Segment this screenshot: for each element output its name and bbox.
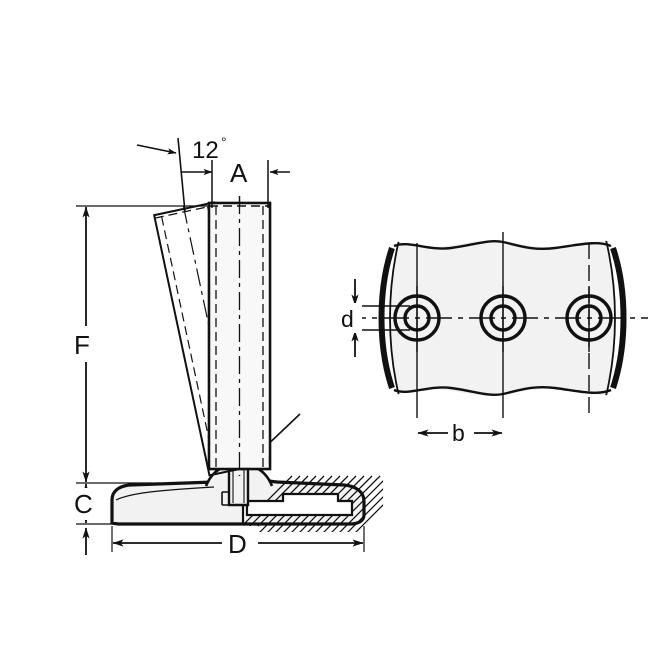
angle-value-label: 12 [192,137,219,164]
d-label: d [341,306,354,332]
angle-extension-line [177,137,186,213]
C-label-mask [70,488,104,520]
swivel-angle-dimension: 12 ° [136,134,227,213]
A-label: A [230,158,248,188]
d-label-mask [338,303,362,333]
overall-height-dimension: F [70,205,212,484]
base-thickness-dimension: C [70,483,118,555]
stud-diameter-dimension: A [211,158,290,208]
hole-spacing-dimension: b [417,417,503,447]
base-pad-top-contour [115,486,215,501]
tilted-stud-thread-left [161,216,217,474]
base-recess-pocket [245,492,354,517]
degree-symbol: ° [221,134,227,150]
bottom-pad-view: d b [338,232,648,447]
pad-left-edge-arc [378,247,395,389]
front-section-view: 12 ° A F C [70,134,383,560]
D-label: D [228,529,247,559]
angle-pointer-arrow [136,144,177,155]
D-label-mask [222,526,258,560]
hole-diameter-dimension: d [338,279,410,357]
F-label-mask [70,326,104,362]
C-label: C [74,489,93,519]
b-label-mask [448,417,474,447]
base-diameter-dimension: D [111,526,365,560]
F-label: F [74,330,90,360]
b-label: b [452,420,465,446]
